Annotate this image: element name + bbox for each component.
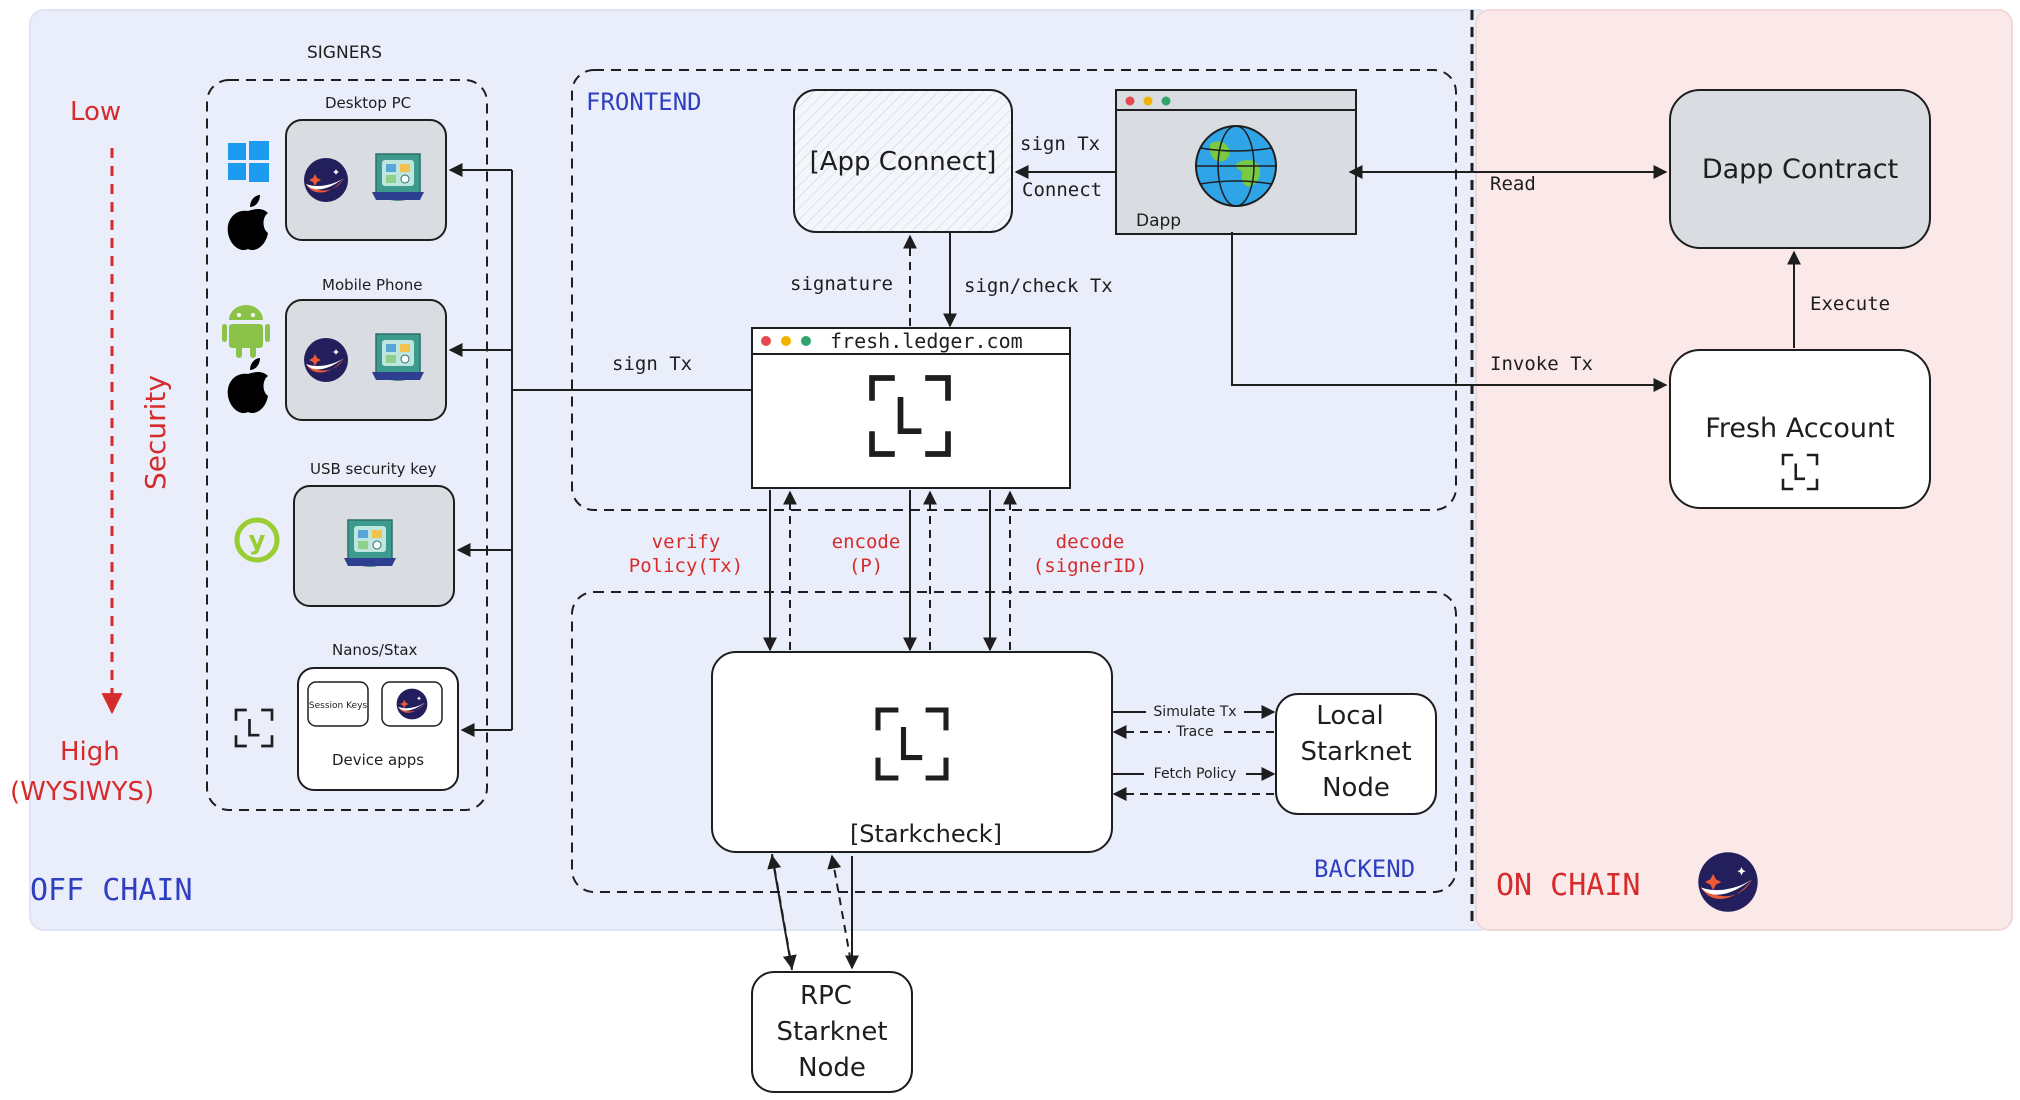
ledger-window-title: fresh.ledger.com [830, 329, 1023, 353]
mobile-phone-box [285, 299, 447, 421]
rpc-node-label: RPC [800, 981, 852, 1011]
svg-text:y: y [249, 526, 266, 556]
security-high-sub-label: (WYSIWYS) [10, 777, 154, 807]
backend-label: BACKEND [1314, 855, 1415, 883]
off-chain-label: OFF CHAIN [30, 873, 193, 908]
app-connect-box [793, 89, 1013, 233]
window-close-dot [1125, 96, 1135, 106]
nanos-stax-label: Nanos/Stax [332, 641, 418, 659]
invoke-tx-arrow [1231, 232, 1668, 392]
window-min-dot [781, 336, 791, 346]
simulate-tx-label-bg [1146, 700, 1244, 720]
fresh-account-box [1669, 349, 1931, 509]
badge-app-icon [371, 333, 425, 381]
security-axis-label: Security [139, 375, 172, 490]
trace-label: Trace [1175, 724, 1213, 740]
verify-sub-label: Policy(Tx) [629, 555, 743, 577]
decode-sub-label: (signerID) [1033, 555, 1147, 577]
window-max-dot [1161, 96, 1171, 106]
rpc-node-label: Starknet [776, 1017, 887, 1047]
sign-tx-left-label: sign Tx [612, 353, 692, 375]
fresh-account-label: Fresh Account [1705, 413, 1894, 444]
yubikey-icon: y [234, 517, 280, 563]
invoke-tx-label: Invoke Tx [1490, 353, 1593, 375]
fetch-policy-label: Fetch Policy [1154, 766, 1237, 782]
rpc-node-label: Node [798, 1053, 866, 1083]
starknet-wallet-icon [304, 338, 348, 382]
execute-label: Execute [1810, 293, 1890, 315]
frontend-group [571, 69, 1457, 511]
mobile-phone-label: Mobile Phone [322, 276, 422, 294]
security-high-label: High [60, 737, 120, 767]
window-close-dot [761, 336, 771, 346]
local-node-label: Starknet [1300, 737, 1411, 767]
signature-label: signature [790, 273, 893, 295]
simulate-tx-label: Simulate Tx [1153, 704, 1236, 720]
local-node-label: Node [1322, 773, 1390, 803]
badge-app-icon [343, 519, 397, 567]
session-keys-label: Session Keys [309, 701, 368, 711]
fetch-policy-label-bg [1144, 762, 1246, 782]
sign-check-label: sign/check Tx [964, 275, 1113, 297]
sign-tx-top-label: sign Tx [1020, 133, 1100, 155]
desktop-pc-label: Desktop PC [325, 94, 411, 112]
on-chain-label: ON CHAIN [1496, 868, 1641, 903]
local-node-label: Local [1316, 701, 1383, 731]
signers-title: SIGNERS [307, 43, 382, 63]
starkcheck-label: [Starkcheck] [850, 820, 1002, 848]
starknet-logo-icon [1698, 852, 1758, 912]
window-min-dot [1143, 96, 1153, 106]
apple-icon [227, 358, 268, 414]
signer-connections [448, 163, 752, 737]
usb-key-label: USB security key [310, 460, 437, 478]
rpc-node-box [751, 971, 913, 1093]
connect-label: Connect [1022, 179, 1102, 201]
device-apps-label: Device apps [332, 751, 424, 769]
dapp-contract-label: Dapp Contract [1702, 154, 1898, 185]
window-max-dot [801, 336, 811, 346]
android-icon [222, 305, 270, 358]
frontend-label: FRONTEND [586, 88, 702, 116]
session-keys-app [307, 681, 369, 727]
signers-group [206, 79, 488, 811]
backend-group [571, 591, 1457, 893]
security-low-label: Low [70, 97, 121, 127]
frontend-backend-connections [763, 490, 1017, 652]
local-node-box [1275, 693, 1437, 815]
encode-sub-label: (P) [849, 555, 883, 577]
read-label: Read [1490, 173, 1536, 195]
verify-label: verify [652, 531, 721, 553]
dapp-contract-box [1669, 89, 1931, 249]
rpc-node-connections [767, 853, 859, 971]
decode-label: decode [1056, 531, 1125, 553]
encode-label: encode [832, 531, 901, 553]
app-connect-label: [App Connect] [810, 147, 997, 177]
globe-icon [1195, 125, 1277, 207]
starknet-wallet-icon [304, 158, 348, 202]
dapp-window-label: Dapp [1136, 211, 1181, 231]
desktop-pc-box [285, 119, 447, 241]
starkcheck-box [711, 651, 1113, 853]
trace-label-bg [1170, 722, 1220, 740]
starknet-wallet-icon [396, 688, 428, 720]
windows-icon [228, 141, 269, 182]
apple-icon [227, 195, 268, 251]
badge-app-icon [371, 153, 425, 201]
